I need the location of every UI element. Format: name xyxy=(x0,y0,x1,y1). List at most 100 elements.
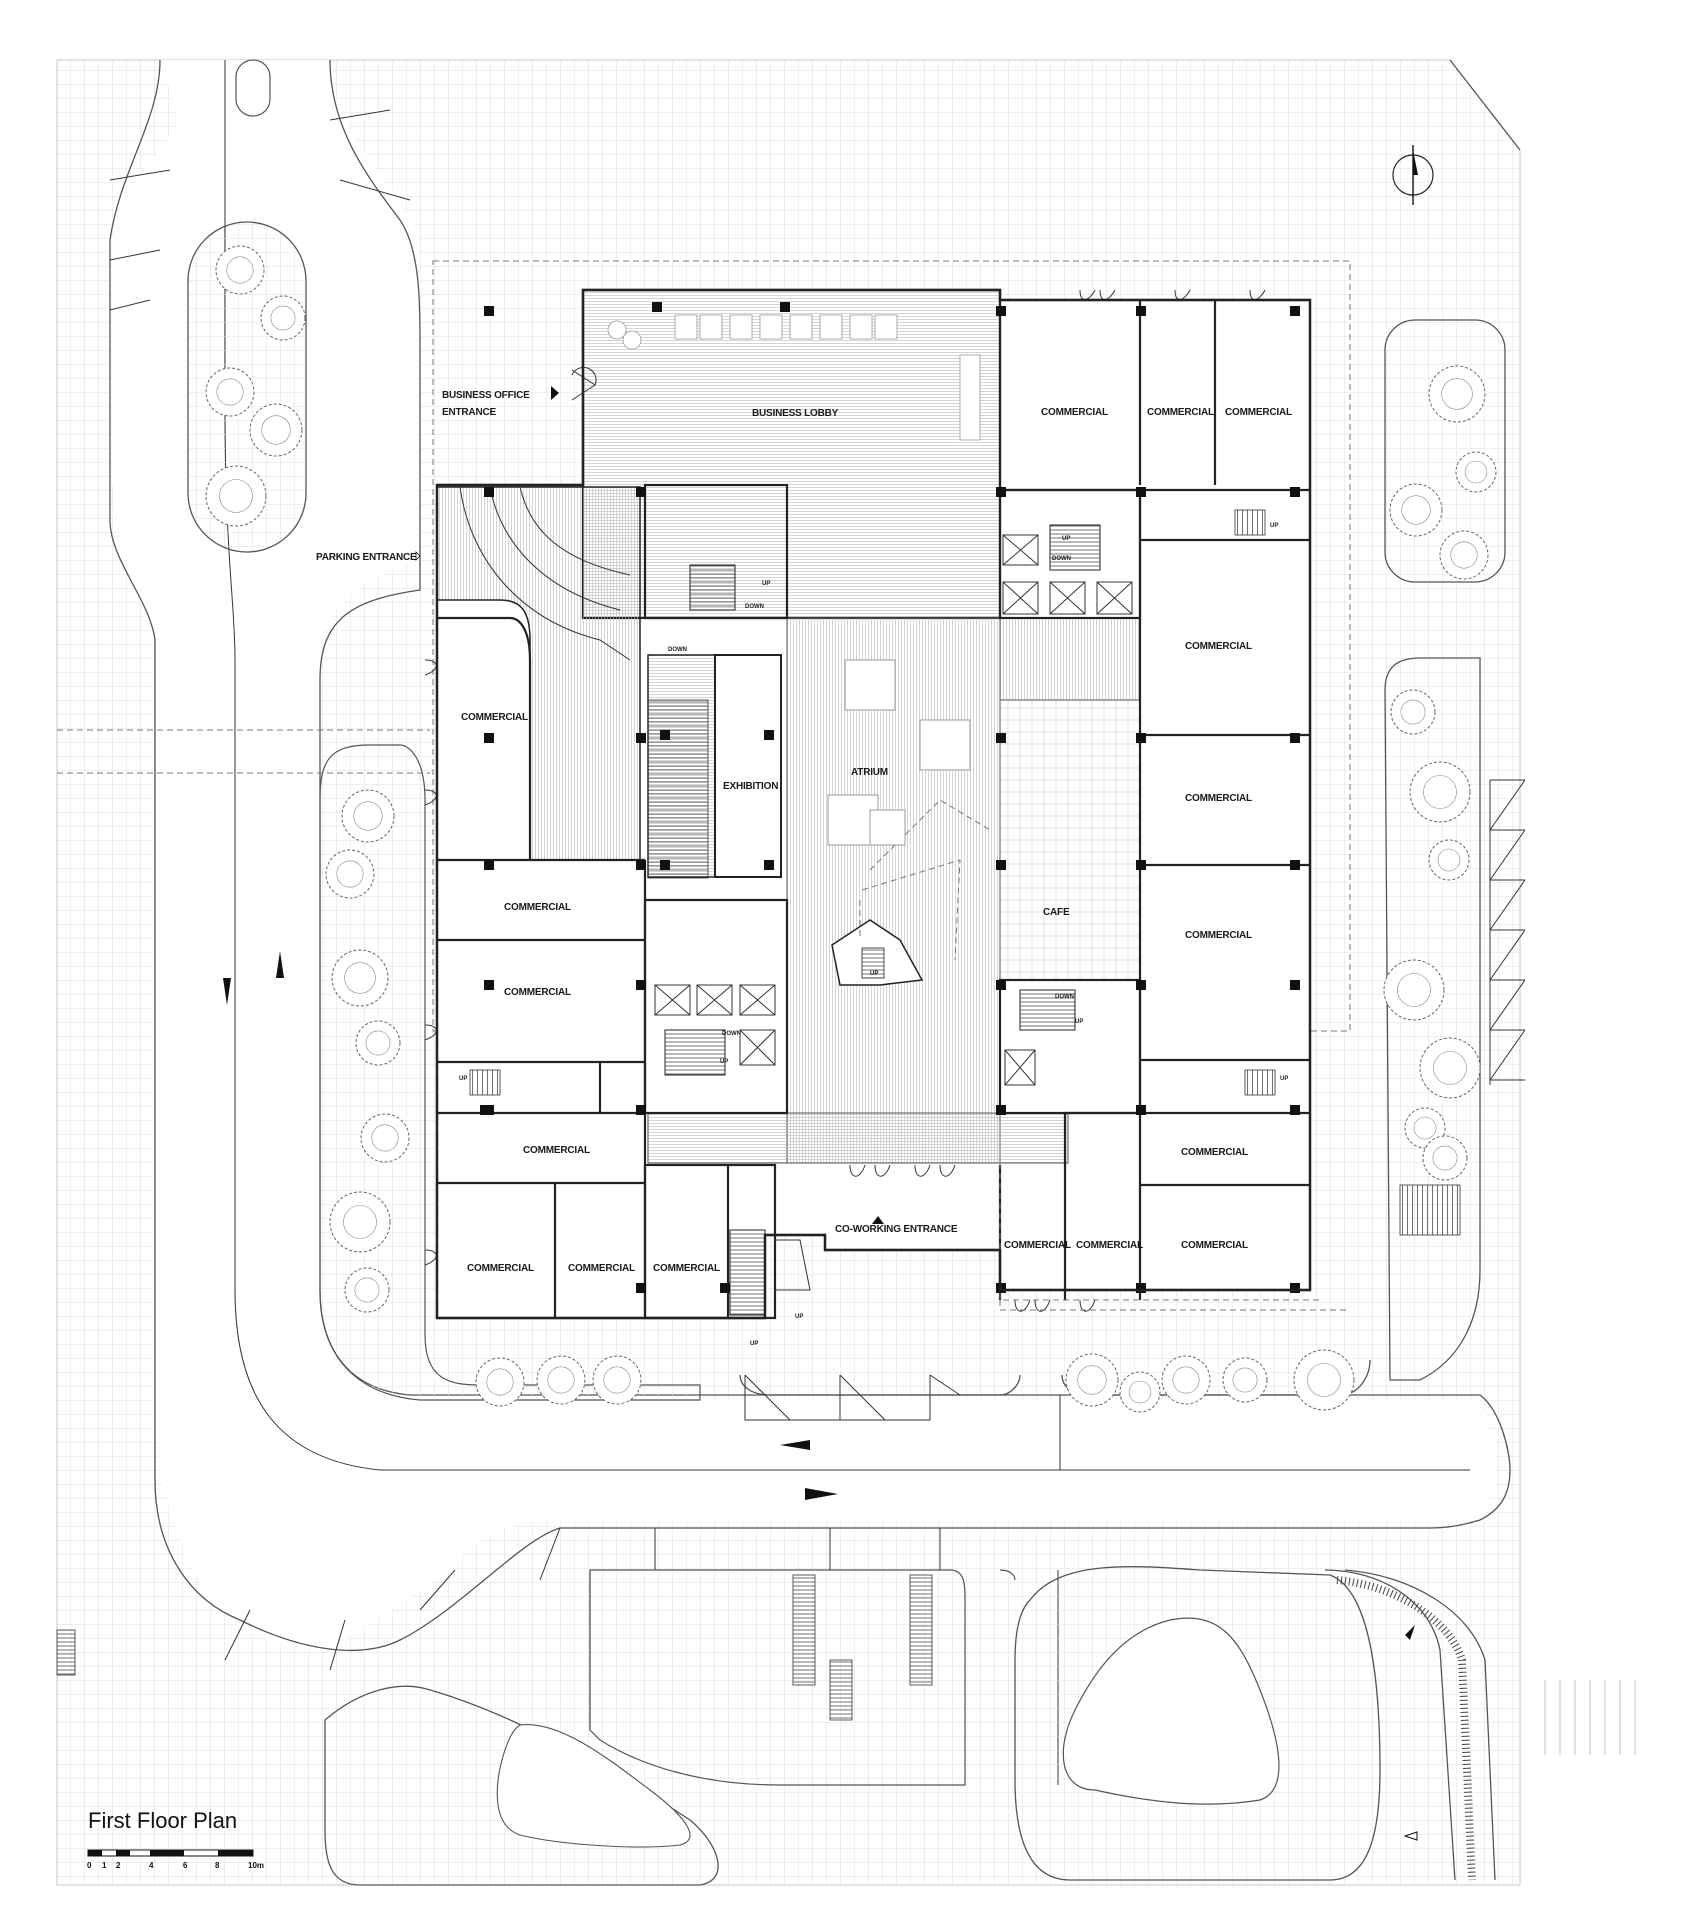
tree-canopy-inner xyxy=(1172,1366,1200,1394)
scale-tick-10m: 10m xyxy=(248,1861,264,1870)
tree-canopy-inner xyxy=(261,415,291,445)
coworking-entrance-label: CO-WORKING ENTRANCE xyxy=(835,1224,958,1235)
tree-canopy xyxy=(1422,1135,1468,1181)
tree-canopy-inner xyxy=(343,1205,377,1239)
room-exhibition: EXHIBITION xyxy=(723,781,778,792)
tree-canopy-inner xyxy=(344,962,376,994)
scale-tick-8: 8 xyxy=(215,1861,220,1870)
tree-canopy-inner xyxy=(354,1277,380,1303)
room-commercial-w-2: COMMERCIAL xyxy=(504,902,571,913)
room-commercial-se-3: COMMERCIAL xyxy=(1076,1240,1143,1251)
tree-canopy xyxy=(1293,1349,1355,1411)
room-commercial-se-1: COMMERCIAL xyxy=(1181,1147,1248,1158)
room-atrium: ATRIUM xyxy=(851,767,888,778)
stair-label-up-7: UP xyxy=(1280,1076,1288,1082)
stair-label-up-5: UP xyxy=(1075,1019,1083,1025)
room-commercial-ne-2: COMMERCIAL xyxy=(1147,407,1214,418)
tree-canopy-inner xyxy=(336,860,364,888)
tree-canopy-inner xyxy=(1307,1363,1341,1397)
tree-canopy xyxy=(355,1020,401,1066)
tree-canopy-inner xyxy=(1128,1380,1152,1404)
tree-canopy-inner xyxy=(226,256,254,284)
tree-canopy-inner xyxy=(1413,1116,1437,1140)
tree-canopy xyxy=(1390,689,1436,735)
parking-entrance-label: PARKING ENTRANCE xyxy=(316,552,417,563)
tree-canopy xyxy=(1455,451,1497,493)
tree-canopy xyxy=(325,849,375,899)
tree-canopy-inner xyxy=(1423,775,1457,809)
room-commercial-se-2: COMMERCIAL xyxy=(1004,1240,1071,1251)
tree-canopy-inner xyxy=(1401,495,1431,525)
tree-canopy-inner xyxy=(1464,460,1488,484)
tree-canopy xyxy=(475,1357,525,1407)
scale-tick-1: 1 xyxy=(102,1861,107,1870)
room-business-lobby: BUSINESS LOBBY xyxy=(752,408,839,419)
stair-label-down-4: DOWN xyxy=(722,1031,741,1037)
tree-canopy xyxy=(344,1267,390,1313)
tree-canopy xyxy=(1161,1355,1211,1405)
stair-label-up-3: UP xyxy=(1270,523,1278,529)
scale-bar: 0 1 2 4 6 8 10m xyxy=(87,1849,264,1870)
tree-canopy xyxy=(215,245,265,295)
tree-canopy-inner xyxy=(1450,541,1478,569)
tree-canopy xyxy=(341,789,395,843)
tree-canopy xyxy=(205,465,267,527)
tree-canopy xyxy=(205,367,255,417)
tree-canopy-inner xyxy=(1441,378,1473,410)
tree-canopy xyxy=(1119,1371,1161,1413)
stair-label-down-3: DOWN xyxy=(1052,556,1071,562)
tree-canopy-inner xyxy=(1077,1365,1107,1395)
tree-canopy xyxy=(1409,761,1471,823)
tree-canopy xyxy=(260,295,306,341)
tree-canopy-inner xyxy=(486,1368,514,1396)
tree-canopy xyxy=(1389,483,1443,537)
tree-canopy-inner xyxy=(1397,973,1431,1007)
scale-tick-2: 2 xyxy=(116,1861,121,1870)
drawing-title: First Floor Plan xyxy=(88,1808,237,1833)
room-cafe: CAFE xyxy=(1043,907,1070,918)
stair-label-up-8: UP xyxy=(870,971,878,977)
tree-canopy-inner xyxy=(216,378,244,406)
stair-label-down-2: DOWN xyxy=(668,647,687,653)
room-commercial-sw-1: COMMERCIAL xyxy=(467,1263,534,1274)
stair-label-up-2: UP xyxy=(1062,536,1070,542)
tree-canopy xyxy=(1222,1357,1268,1403)
stair-label-down-1: DOWN xyxy=(745,604,764,610)
drawing-title-block: First Floor Plan 0 1 2 4 6 8 10m xyxy=(87,1808,264,1870)
labels: BUSINESS OFFICE ENTRANCE PARKING ENTRANC… xyxy=(316,390,1292,1347)
stair-label-up-9: UP xyxy=(750,1341,758,1347)
scale-tick-4: 4 xyxy=(149,1861,154,1870)
tree-canopy-inner xyxy=(547,1366,575,1394)
tree-canopy-inner xyxy=(353,801,383,831)
tree-canopy-inner xyxy=(1400,699,1426,725)
stair-label-up-6: UP xyxy=(459,1076,467,1082)
room-commercial-sw-3: COMMERCIAL xyxy=(653,1263,720,1274)
tree-canopy xyxy=(592,1355,642,1405)
tree-canopy xyxy=(329,1191,391,1253)
room-commercial-sw-2: COMMERCIAL xyxy=(568,1263,635,1274)
room-commercial-se-4: COMMERCIAL xyxy=(1181,1240,1248,1251)
tree-canopy-inner xyxy=(1433,1051,1467,1085)
building xyxy=(424,260,1351,1320)
scale-tick-0: 0 xyxy=(87,1861,92,1870)
landscape-islands xyxy=(56,319,1636,1886)
room-commercial-e-3: COMMERCIAL xyxy=(1185,930,1252,941)
tree-canopy-inner xyxy=(219,479,253,513)
tree-canopy-inner xyxy=(365,1030,391,1056)
room-commercial-ne-3: COMMERCIAL xyxy=(1225,407,1292,418)
stair-label-up-1: UP xyxy=(762,581,770,587)
tree-canopy-inner xyxy=(371,1124,399,1152)
stair-label-down-5: DOWN xyxy=(1055,994,1074,1000)
tree-canopy xyxy=(1428,365,1486,423)
room-commercial-w-1: COMMERCIAL xyxy=(461,712,528,723)
business-office-entrance-label-1: BUSINESS OFFICE xyxy=(442,390,530,401)
tree-canopy xyxy=(1383,959,1445,1021)
tree-canopy xyxy=(536,1355,586,1405)
north-arrow-icon xyxy=(1392,145,1434,205)
trees xyxy=(205,245,1497,1413)
tree-canopy-inner xyxy=(1232,1367,1258,1393)
traffic-arrows xyxy=(223,386,1418,1841)
tree-canopy-inner xyxy=(603,1366,631,1394)
stair-label-up-10: UP xyxy=(795,1314,803,1320)
